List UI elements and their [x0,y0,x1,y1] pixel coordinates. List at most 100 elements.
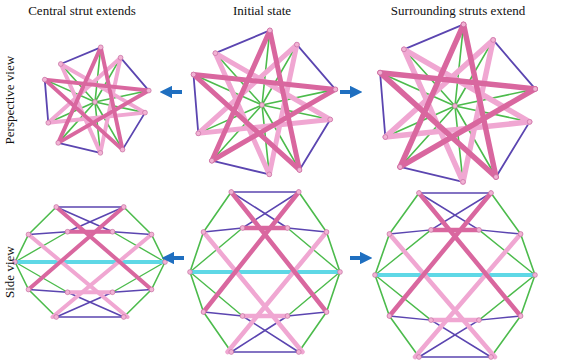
cable [400,167,463,182]
cable [204,312,232,352]
joint-node [93,100,98,105]
cable [193,74,198,133]
joint-node [533,273,538,278]
joint-node [196,131,201,136]
cable [288,228,327,232]
arrow-right [340,90,356,94]
joint-node [191,72,196,77]
cable [231,192,287,228]
joint-node [417,355,422,360]
joint-node [149,287,154,292]
strut [380,73,535,89]
cable [380,73,385,137]
cable [212,161,269,175]
joint-node [477,228,482,233]
cable [56,206,124,208]
cable [479,230,521,234]
joint-node [240,314,245,319]
cable [389,230,431,234]
joint-node [285,226,290,231]
joint-node [110,229,115,234]
cable [389,316,419,357]
perspective-figure [378,22,538,184]
joint-node [213,51,218,56]
cable [123,113,146,150]
column-title: Central strut extends [28,4,136,18]
cable [121,58,149,91]
cable [204,228,243,232]
strut [243,226,288,231]
tensegrity-figures [13,22,538,359]
cable [493,40,535,89]
joint-node [267,28,272,33]
cable [299,192,327,232]
joint-node [285,314,290,319]
strut [68,230,113,234]
arrow-left [166,90,182,94]
side-figure [13,205,168,320]
cable [113,232,152,235]
central-strut [190,270,340,274]
joint-node [201,230,206,235]
strut [400,24,463,166]
joint-node [267,172,272,177]
joint-node [110,290,115,295]
joint-node [26,232,31,237]
arrow-left [168,256,184,260]
joint-node [461,22,466,27]
cable [288,312,327,316]
cable [29,207,57,235]
joint-node [46,120,51,125]
joint-node [477,318,482,323]
perspective-figure [191,28,338,177]
cable [29,232,68,235]
joint-node [58,62,63,67]
strut [29,207,124,290]
cable [300,120,331,170]
joint-node [491,38,496,43]
cable [419,356,491,358]
joint-node [417,191,422,196]
cable [419,192,491,194]
cable [479,316,521,320]
joint-node [98,45,103,50]
transition-arrows [166,92,366,258]
joint-node [398,165,403,170]
cable [29,290,57,318]
joint-node [296,190,301,195]
column-title: Initial state [233,4,291,18]
strut [58,47,101,143]
cable [124,207,152,235]
central-strut [15,260,165,264]
side-figure [373,191,538,360]
joint-node [229,190,234,195]
row-label: Side view [3,246,17,298]
joint-node [338,270,343,275]
cable [56,316,124,318]
cable [58,143,100,153]
joint-node [402,47,407,52]
cable [491,193,521,234]
joint-node [229,350,234,355]
joint-node [387,232,392,237]
strut [231,192,326,312]
joint-node [453,104,458,109]
joint-node [188,270,193,275]
cable [491,316,521,357]
cable [29,290,68,293]
joint-node [260,103,265,108]
strut [204,192,299,312]
strut [212,30,270,160]
cable [113,290,152,293]
joint-node [54,315,59,320]
arrow-right [350,256,366,260]
strut [419,193,521,316]
cable [297,45,335,90]
joint-node [294,42,299,47]
cable [299,312,327,352]
joint-node [494,175,499,180]
joint-node [121,205,126,210]
cable [243,192,299,228]
joint-node [65,229,70,234]
